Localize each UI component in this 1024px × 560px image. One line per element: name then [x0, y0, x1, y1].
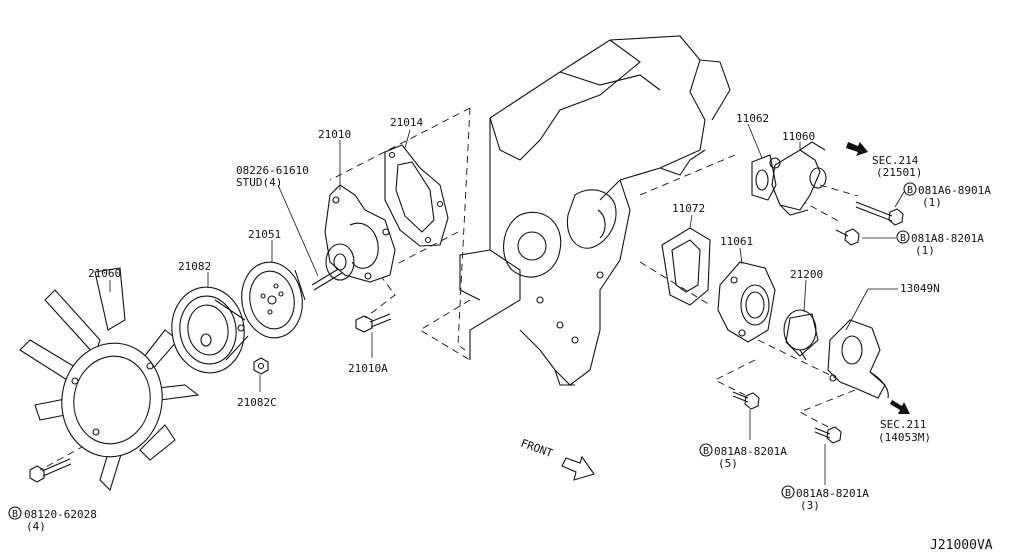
label-sec211-ref: (14053M) [878, 431, 931, 444]
leader-lines [109, 123, 905, 485]
label-21014: 21014 [390, 116, 423, 129]
label-stud-part: 08226-61610 [236, 164, 309, 177]
label-081A8-8201A-top: 081A8-8201A [911, 232, 984, 245]
thermostat-housing-11060 [769, 141, 827, 216]
b-symbol: B [900, 233, 906, 244]
label-21200: 21200 [790, 268, 823, 281]
label-081A6-8901A: 081A6-8901A [918, 184, 991, 197]
cooling-fan [19, 267, 200, 492]
bolt-081A6 [855, 201, 904, 226]
label-081A8-8201A-low: 081A8-8201A [796, 487, 869, 500]
label-21051: 21051 [248, 228, 281, 241]
b-symbol: B [785, 488, 791, 499]
water-pump [324, 184, 396, 283]
label-stud-qty: STUD(4) [236, 176, 282, 189]
assembly-lines [39, 107, 859, 471]
label-11072: 11072 [672, 202, 705, 215]
label-11062: 11062 [736, 112, 769, 125]
label-front: FRONT [519, 437, 555, 461]
label-08120-62028: 08120-62028 [24, 508, 97, 521]
b-symbol: B [703, 446, 709, 457]
callout-081A6: B 081A6-8901A (1) [903, 182, 991, 209]
engine-block [459, 35, 731, 386]
label-21082C: 21082C [237, 396, 277, 409]
label-21082: 21082 [178, 260, 211, 273]
nut-21082C [253, 357, 269, 375]
water-inlet-11061 [717, 261, 776, 343]
label-21010: 21010 [318, 128, 351, 141]
callout-081A8-low: B 081A8-8201A (3) [781, 485, 869, 512]
bolt-081A8-mid [732, 391, 760, 410]
water-pump-gasket [384, 144, 449, 247]
label-sec214: SEC.214 [872, 154, 919, 167]
bolt-081A8-top [835, 228, 860, 246]
label-21010A: 21010A [348, 362, 388, 375]
label-11061: 11061 [720, 235, 753, 248]
label-08120-qty: (4) [26, 520, 46, 533]
label-081A8-top-qty: (1) [915, 244, 935, 257]
label-11060: 11060 [782, 130, 815, 143]
label-081A6-qty: (1) [922, 196, 942, 209]
b-symbol: B [907, 185, 913, 196]
label-081A8-mid-qty: (5) [718, 457, 738, 470]
diagram-id: J21000VA [930, 538, 993, 553]
label-21060: 21060 [88, 267, 121, 280]
bolt-21010A [355, 313, 392, 333]
thermostat-21200 [783, 309, 819, 361]
studs [311, 267, 343, 291]
fan-coupling [171, 286, 249, 374]
bolt-08120 [29, 458, 72, 483]
b-symbol: B [12, 509, 18, 520]
label-081A8-8201A-mid: 081A8-8201A [714, 445, 787, 458]
callout-081A8-mid: B 081A8-8201A (5) [699, 443, 787, 470]
arrow-sec211-icon [890, 400, 910, 414]
front-arrow-icon [561, 455, 595, 481]
water-outlet-13049N [827, 319, 889, 399]
label-081A8-low-qty: (3) [800, 499, 820, 512]
labels: 21060 21082 21051 08226-61610 STUD(4) 21… [8, 112, 993, 553]
water-pump-pulley [241, 261, 306, 339]
label-13049N: 13049N [900, 282, 940, 295]
gasket-11062 [751, 154, 777, 201]
label-sec211: SEC.211 [880, 418, 926, 431]
bolt-081A8-low [814, 426, 842, 444]
callout-081A8-top: B 081A8-8201A (1) [896, 230, 984, 257]
gasket-11072 [661, 227, 711, 306]
label-sec214-ref: (21501) [876, 166, 922, 179]
callout-08120: B 08120-62028 (4) [8, 506, 97, 533]
arrow-sec214-icon [846, 142, 868, 156]
